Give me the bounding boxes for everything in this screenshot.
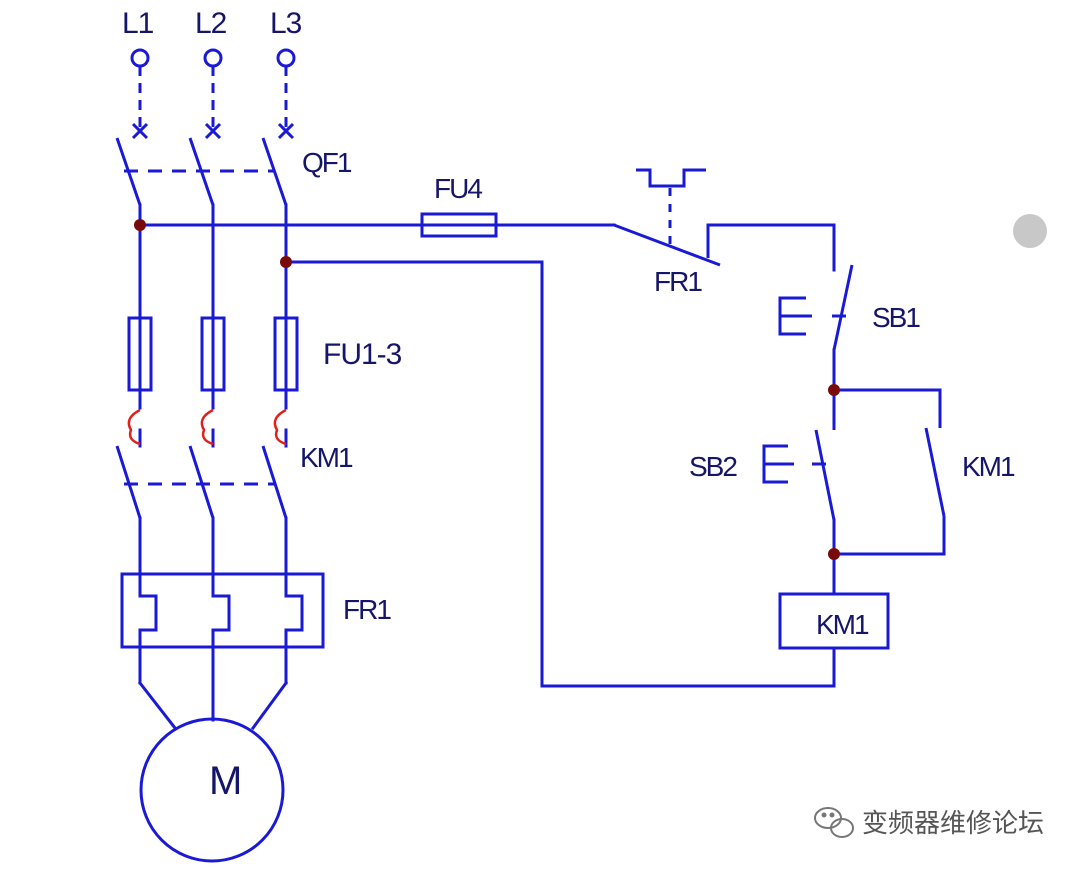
start-button-label: SB2 (689, 451, 737, 482)
watermark-text: 变频器维修论坛 (862, 809, 1044, 839)
conductors-lower (138, 516, 288, 576)
motor-leads (137, 645, 289, 731)
motor-symbol (139, 717, 285, 863)
holding-contact-label: KM1 (962, 451, 1015, 482)
supply-terminals (130, 48, 296, 140)
overload-nc-contact (613, 168, 721, 267)
main-fuses-label: FU1-3 (323, 338, 402, 371)
junction-nodes (134, 219, 840, 560)
start-button-sb2 (762, 425, 836, 521)
control-wiring (138, 223, 946, 688)
main-fuses (127, 316, 299, 392)
overload-relay-label: FR1 (343, 594, 391, 625)
watermark: 变频器维修论坛 (814, 807, 1044, 839)
breaker-qf1 (115, 137, 288, 206)
overload-relay (120, 572, 325, 649)
stop-button-sb1 (778, 264, 854, 351)
arc-chute-marks (127, 408, 287, 446)
control-fuse-label: FU4 (434, 173, 482, 204)
contactor-coil (778, 592, 890, 650)
phase-label-l3: L3 (270, 7, 302, 40)
floating-dot (1013, 214, 1047, 248)
contactor-main-contacts (115, 445, 288, 519)
coil-label: KM1 (816, 609, 869, 640)
motor-label: M (209, 759, 242, 803)
phase-label-l1: L1 (122, 7, 154, 40)
phase-label-l2: L2 (195, 7, 227, 40)
holding-contact-km1 (924, 390, 946, 554)
overload-contact-label: FR1 (654, 266, 702, 297)
breaker-label: QF1 (302, 147, 352, 178)
stop-button-label: SB1 (872, 302, 920, 333)
wechat-icon (814, 807, 854, 838)
main-contactor-label: KM1 (300, 442, 353, 473)
